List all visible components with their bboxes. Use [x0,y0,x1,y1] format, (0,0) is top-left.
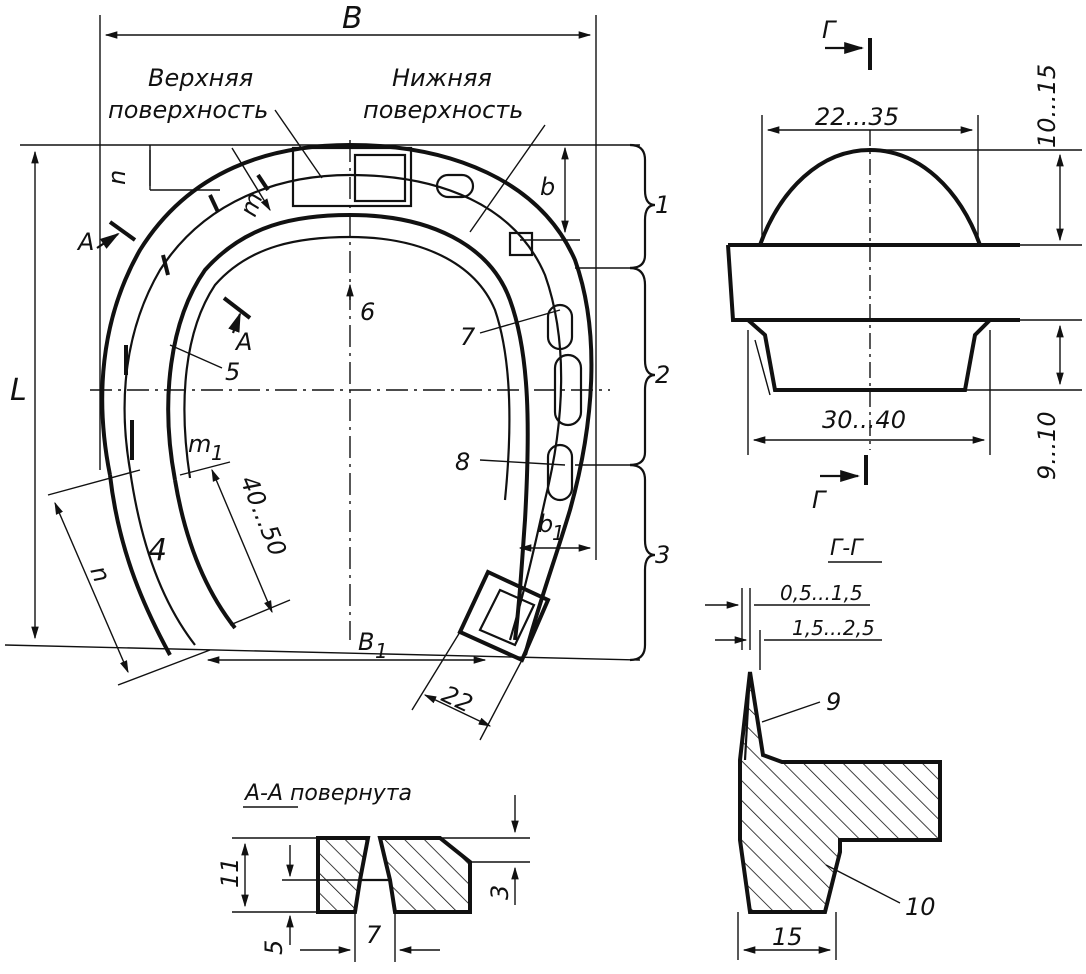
toe-clip-inner [353,153,407,203]
part-8-label: 8 [455,448,470,476]
cleat-top-width: 22...35 [815,103,899,131]
dim-b1-sub: 1 [375,639,388,663]
inner-rim [183,235,511,501]
aa-dim-11: 11 [216,857,244,888]
nail-groove [123,173,563,641]
aa-profile-right [377,836,472,914]
horseshoe-view: B L 1 2 3 b n m Верхняя поверхность Нижн… [4,1,670,741]
part-5-label: 5 [225,358,240,386]
part-6-label: 6 [360,298,375,326]
lower-surface-label-1: Нижняя [392,64,492,92]
section-a-mark-right [222,296,252,320]
gg-part-9: 9 [826,688,841,716]
gg-dim-15: 15 [772,923,803,951]
zone-1-label: 1 [655,191,670,219]
horseshoe-inner-edge [166,212,530,641]
lower-surface-label-2: поверхность [363,96,523,124]
section-mark-bottom: Г [812,486,827,514]
nail-marks-left [124,173,270,460]
upper-surface-label-1: Верхняя [148,64,253,92]
cleat-view: 22...35 30...40 10...15 9...10 Г Г [726,16,1082,514]
zone-3-label: 3 [655,541,670,569]
cleat-bottom-width: 30...40 [822,406,906,434]
upper-surface-label-2: поверхность [108,96,268,124]
part-4-label: 4 [148,533,167,568]
dim-b1-small-label: b [538,510,553,538]
section-gg-title: Г-Г [830,536,864,561]
dim-b1-small-sub: 1 [552,521,565,545]
brace-zone-2 [629,266,656,467]
gg-dim-a: 0,5...1,5 [780,581,863,605]
cleat-lower [746,318,992,392]
section-a-right-label: A [234,328,252,356]
gg-profile [738,671,942,914]
part-7-label: 7 [460,323,476,351]
brace-zone-3 [629,463,656,662]
dim-n-lower-label: n [84,562,116,587]
section-mark-top: Г [822,16,837,44]
dim-b-small-label: b [540,173,555,201]
heel-branch-4 [108,474,172,656]
brace-zone-1 [629,143,656,270]
aa-dim-5: 5 [260,940,288,955]
aa-dim-7: 7 [366,921,382,949]
gg-dim-b: 1,5...2,5 [792,616,875,640]
cleat-dome [728,147,1020,247]
horseshoe-outer-edge [100,142,594,656]
dim-b1-label: B [358,628,374,656]
dim-40-50-label: 40...50 [234,472,291,560]
dim-b-label: B [342,1,363,36]
heel-branch-inner [173,479,237,630]
shoe-bar [726,243,1020,322]
aa-profile-left [316,836,371,914]
section-gg: Г-Г 0,5...1,5 1,5...2,5 9 10 15 [705,536,942,960]
section-a-left-label: A [76,228,94,256]
section-a-mark-left [108,220,137,242]
dim-n-top-label: n [103,170,131,185]
dim-m1-label: m [188,430,211,458]
toe-clip [291,146,413,208]
nail-holes-right [435,173,583,502]
zone-2-label: 2 [655,361,670,389]
section-aa: А-А повернута 11 5 7 3 [216,781,530,962]
dim-l-label: L [10,373,27,408]
heel-branch-mid [128,469,196,646]
dim-22-label: 22 [437,680,477,718]
dim-m1-sub: 1 [211,441,224,465]
cleat-top-height: 10...15 [1033,64,1061,148]
aa-dim-3: 3 [486,885,514,900]
gg-part-10: 10 [905,893,936,921]
section-aa-title: А-А повернута [243,781,412,806]
cleat-bottom-height: 9...10 [1033,411,1061,480]
dim-m-label: m [234,188,268,220]
